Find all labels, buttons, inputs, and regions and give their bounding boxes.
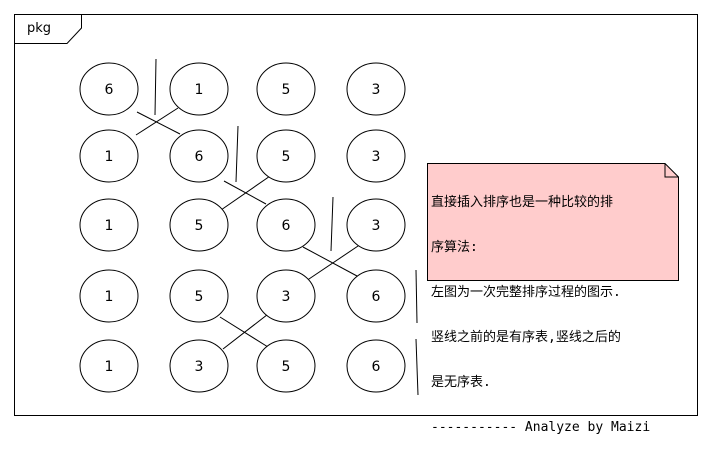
value-node: 3 (346, 62, 406, 116)
node-circle (79, 339, 139, 393)
node-value: 1 (105, 149, 114, 165)
package-tab (14, 14, 82, 44)
swap-line (305, 243, 362, 282)
package-frame (14, 14, 698, 416)
value-node: 5 (169, 198, 229, 252)
node-circle (256, 269, 316, 323)
swap-line (223, 180, 267, 205)
swap-line (135, 107, 179, 136)
value-node: 5 (256, 129, 316, 183)
value-node: 1 (79, 269, 139, 323)
swap-line (219, 316, 269, 348)
value-node: 1 (79, 339, 139, 393)
note-line: 是无序表. (431, 375, 491, 390)
swap-line (136, 111, 181, 135)
sorted-divider (415, 269, 418, 324)
value-node: 1 (169, 62, 229, 116)
node-value: 6 (282, 218, 291, 234)
value-node: 1 (79, 129, 139, 183)
note-box (427, 163, 679, 281)
sorted-divider (235, 125, 239, 183)
node-value: 3 (372, 149, 381, 165)
node-circle (169, 198, 229, 252)
node-circle (346, 269, 406, 323)
node-value: 5 (282, 82, 291, 98)
package-label: pkg (27, 21, 52, 36)
node-circle (79, 129, 139, 183)
node-value: 5 (195, 289, 204, 305)
note-line: 竖线之前的是有序表,竖线之后的 (431, 330, 621, 345)
value-node: 3 (346, 198, 406, 252)
note-line: 直接插入排序也是一种比较的排 (431, 195, 614, 210)
note-line: 序算法: (431, 240, 478, 255)
node-circle (256, 198, 316, 252)
node-circle (346, 339, 406, 393)
node-circle (79, 198, 139, 252)
value-node: 6 (256, 198, 316, 252)
node-circle (256, 339, 316, 393)
node-circle (169, 129, 229, 183)
note-line: ----------- Analyze by Maizi (431, 420, 651, 435)
value-node: 5 (169, 269, 229, 323)
swap-line (222, 310, 273, 350)
swap-line (220, 173, 274, 211)
node-circle (256, 62, 316, 116)
value-node: 3 (256, 269, 316, 323)
sorted-divider (154, 58, 157, 116)
value-node: 6 (169, 129, 229, 183)
node-value: 6 (372, 289, 381, 305)
value-node: 3 (169, 339, 229, 393)
value-node: 3 (346, 129, 406, 183)
note-line: 左图为一次完整排序过程的图示. (431, 285, 621, 300)
node-value: 6 (195, 149, 204, 165)
node-circle (169, 339, 229, 393)
insertion-sort-diagram: 6 1 5 3 1 6 5 3 1 5 6 3 1 5 3 6 1 3 5 6 (79, 58, 419, 396)
node-circle (79, 62, 139, 116)
node-circle (346, 62, 406, 116)
value-node: 6 (346, 339, 406, 393)
node-circle (79, 269, 139, 323)
value-node: 6 (346, 269, 406, 323)
node-value: 5 (282, 359, 291, 375)
value-node: 1 (79, 198, 139, 252)
note-text: 直接插入排序也是一种比较的排 序算法: 左图为一次完整排序过程的图示. 竖线之前… (431, 165, 671, 450)
node-value: 5 (195, 218, 204, 234)
node-value: 3 (372, 82, 381, 98)
node-circle (346, 198, 406, 252)
node-value: 1 (105, 359, 114, 375)
sorted-divider (415, 338, 419, 396)
node-circle (346, 129, 406, 183)
node-value: 3 (282, 289, 291, 305)
value-node: 6 (79, 62, 139, 116)
node-value: 3 (195, 359, 204, 375)
node-value: 1 (105, 218, 114, 234)
node-value: 1 (195, 82, 204, 98)
swap-line (302, 246, 358, 277)
node-value: 5 (282, 149, 291, 165)
node-value: 6 (372, 359, 381, 375)
node-value: 1 (105, 289, 114, 305)
value-node: 5 (256, 339, 316, 393)
node-circle (256, 129, 316, 183)
node-circle (169, 62, 229, 116)
value-node: 5 (256, 62, 316, 116)
sorted-divider (330, 196, 334, 252)
node-value: 3 (372, 218, 381, 234)
node-value: 6 (105, 82, 114, 98)
node-circle (169, 269, 229, 323)
